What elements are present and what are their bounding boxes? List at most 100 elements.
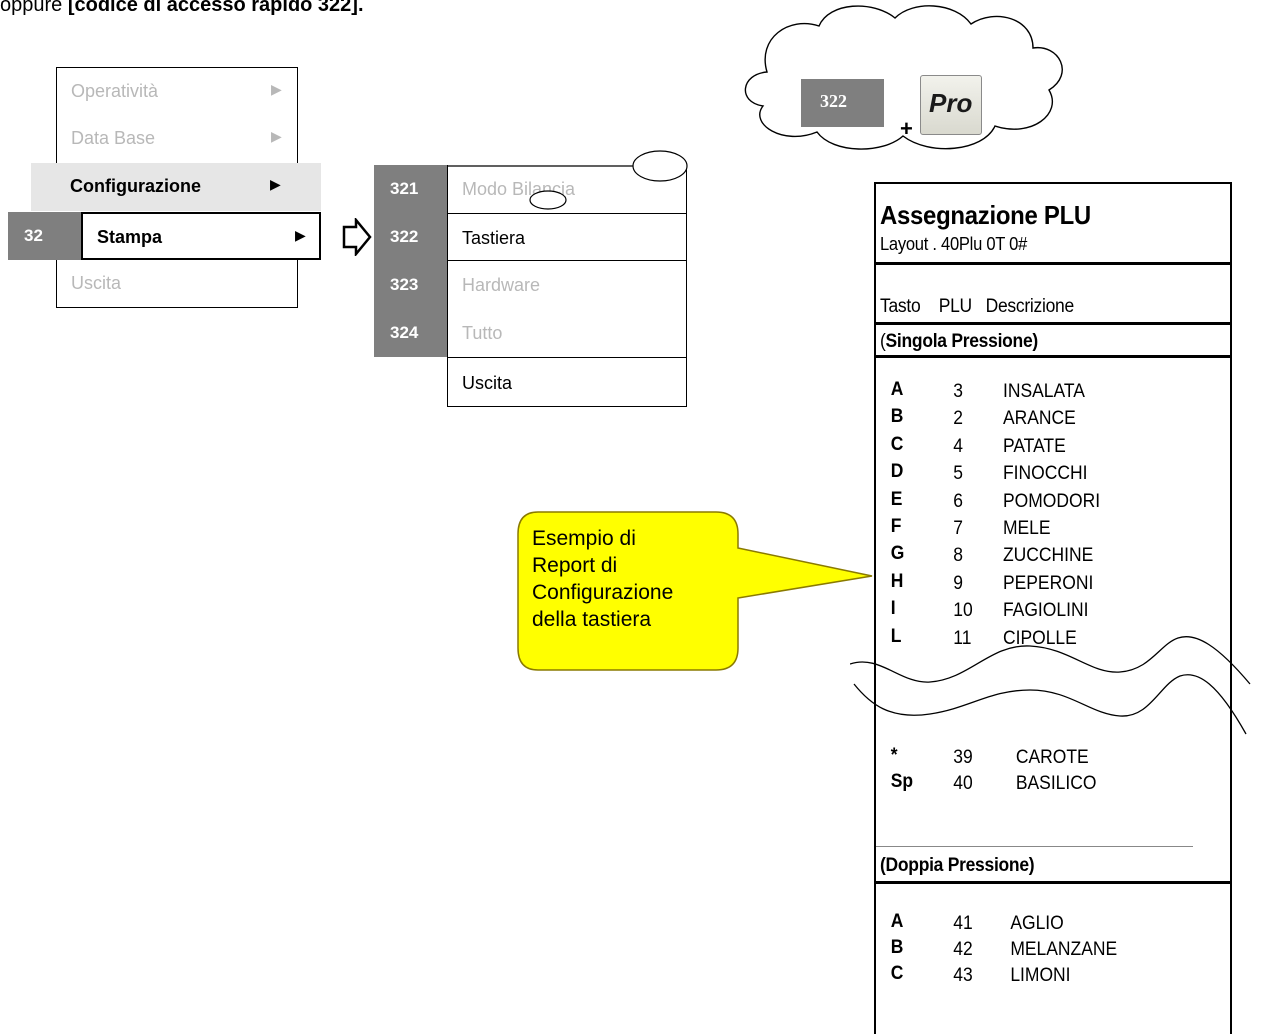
- menu-item-label: Data Base: [71, 128, 156, 148]
- plu-description: POMODORI: [1002, 490, 1101, 512]
- menu-code-badge: 323: [374, 261, 447, 309]
- menu-item-operativita[interactable]: Operatività ▶: [56, 67, 298, 115]
- plu-row: L 11 CIPOLLE: [876, 625, 1202, 655]
- plu-description: ZUCCHINE: [1002, 545, 1094, 567]
- separator: [876, 881, 1230, 884]
- plu-key: B: [890, 937, 904, 958]
- plu-key: I: [890, 598, 896, 620]
- shortcut-code-badge: 322: [801, 79, 884, 127]
- menu-item-label: Tastiera: [462, 228, 526, 248]
- separator: [876, 262, 1230, 265]
- menu-item-label: Operatività: [71, 81, 159, 101]
- plu-number: 42: [953, 939, 973, 960]
- separator: [876, 846, 1193, 847]
- callout-text: Esempio di Report di Configurazione dell…: [532, 527, 674, 631]
- plu-description: MELANZANE: [1010, 939, 1118, 960]
- submenu-item-hardware[interactable]: Hardware: [447, 261, 687, 309]
- plu-number: 5: [953, 463, 964, 485]
- arrow-right-icon: [342, 218, 372, 256]
- plu-row: F 7 MELE: [876, 516, 1202, 545]
- scroll-curl-decoration: [447, 150, 688, 210]
- separator: [876, 355, 1230, 358]
- chevron-right-icon: ▶: [271, 81, 282, 97]
- plu-row: A 3 INSALATA: [876, 379, 1202, 408]
- plu-key: A: [890, 911, 904, 932]
- pro-key-label: Pro: [929, 88, 973, 118]
- plus-sign: +: [900, 116, 913, 141]
- menu-item-label: Hardware: [462, 275, 541, 295]
- double-press-header: (Doppia Pressione): [880, 855, 1035, 876]
- plu-number: 9: [953, 572, 964, 594]
- plu-description: PATATE: [1002, 435, 1066, 457]
- separator: [876, 322, 1230, 325]
- menu-code-badge: 32: [8, 212, 81, 260]
- chevron-right-icon: ▶: [295, 227, 306, 243]
- submenu-item-tutto[interactable]: Tutto: [447, 309, 687, 357]
- plu-description: LIMONI: [1010, 965, 1071, 986]
- plu-row: G 8 ZUCCHINE: [876, 543, 1202, 572]
- plu-number: 7: [953, 518, 964, 539]
- plu-key: B: [890, 406, 904, 428]
- plu-number: 3: [953, 381, 964, 402]
- menu-item-stampa[interactable]: Stampa ▶: [81, 212, 321, 260]
- menu-code-badge: 321: [374, 165, 447, 213]
- plu-description: ARANCE: [1002, 408, 1076, 430]
- torn-break-wave: [850, 636, 1251, 735]
- plu-description: MELE: [1002, 518, 1051, 539]
- submenu-item-tastiera[interactable]: Tastiera: [447, 213, 687, 261]
- single-press-header: (Singola Pressione): [880, 331, 1038, 352]
- plu-key: F: [890, 516, 902, 537]
- plu-key: C: [890, 963, 904, 984]
- plu-number: 2: [953, 408, 964, 430]
- plu-number: 4: [953, 435, 964, 457]
- plu-description: CIPOLLE: [1002, 627, 1077, 649]
- plu-report-receipt: Assegnazione PLU Layout . 40Plu 0T 0# Ta…: [850, 182, 1251, 1034]
- plu-row: C 43 LIMONI: [876, 963, 1202, 992]
- instruction-prefix: oppure: [0, 0, 68, 16]
- plu-key: E: [890, 488, 903, 510]
- menu-item-configurazione[interactable]: Configurazione ▶: [31, 163, 321, 211]
- plu-description: FAGIOLINI: [1002, 600, 1089, 622]
- pro-key-button[interactable]: Pro: [920, 75, 982, 135]
- plu-key: Sp: [890, 771, 914, 792]
- plu-row: I 10 FAGIOLINI: [876, 598, 1202, 627]
- plu-key: *: [890, 745, 898, 766]
- plu-number: 8: [953, 545, 964, 567]
- chevron-right-icon: ▶: [271, 128, 282, 144]
- plu-row: E 6 POMODORI: [876, 488, 1202, 518]
- menu-item-label: Stampa: [97, 227, 163, 247]
- plu-description: CAROTE: [1015, 747, 1089, 768]
- instruction-text: oppure [codice di accesso rapido 322].: [0, 0, 364, 17]
- plu-key: A: [890, 379, 904, 400]
- plu-number: 10: [953, 600, 973, 622]
- report-columns: Tasto PLU Descrizione: [880, 296, 1074, 317]
- plu-description: PEPERONI: [1002, 572, 1094, 594]
- plu-number: 39: [953, 747, 973, 768]
- plu-key: L: [890, 625, 902, 647]
- plu-key: D: [890, 461, 904, 483]
- plu-description: BASILICO: [1015, 773, 1097, 794]
- plu-row: * 39 CAROTE: [876, 745, 1202, 774]
- plu-number: 43: [953, 965, 973, 986]
- menu-item-data-base[interactable]: Data Base ▶: [56, 115, 298, 163]
- plu-number: 40: [953, 773, 973, 794]
- plu-description: INSALATA: [1002, 381, 1085, 402]
- submenu-item-uscita[interactable]: Uscita: [447, 357, 687, 407]
- report-title: Assegnazione PLU: [880, 200, 1091, 230]
- plu-key: G: [890, 543, 905, 565]
- plu-number: 6: [953, 490, 964, 512]
- plu-row: Sp 40 BASILICO: [876, 771, 1202, 800]
- report-layout: Layout . 40Plu 0T 0#: [880, 234, 1028, 254]
- menu-item-uscita[interactable]: Uscita: [56, 260, 298, 308]
- menu-item-label: Configurazione: [70, 176, 201, 196]
- plu-number: 11: [953, 627, 972, 649]
- quick-access-code-text: [codice di accesso rapido 322].: [67, 0, 364, 16]
- plu-description: AGLIO: [1010, 913, 1064, 934]
- chevron-right-icon: ▶: [270, 176, 281, 192]
- plu-row: B 42 MELANZANE: [876, 937, 1202, 966]
- menu-item-label: Tutto: [462, 323, 503, 343]
